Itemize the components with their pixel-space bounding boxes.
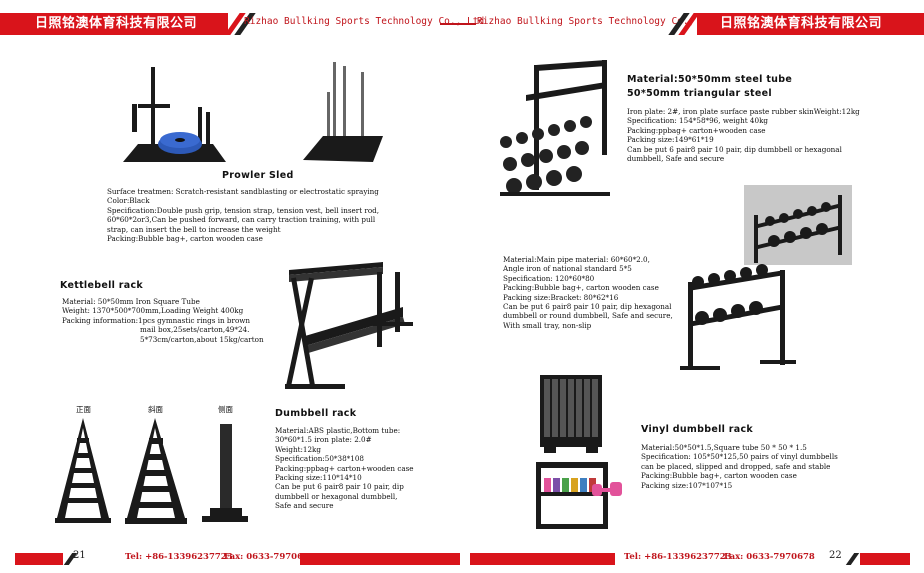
round-dumbbell-rack-image [680, 264, 796, 370]
spec-line: Material: 50*50mm Iron Square Tube [62, 297, 200, 306]
spec-line: Specification:50*38*108 [275, 454, 364, 464]
spec-line: Material:50*50*1.5,Square tube 50 * 50 *… [641, 443, 807, 452]
prowler-sled-image [123, 67, 226, 162]
dumbbell-rack-title: Dumbbell rack [275, 408, 357, 419]
spec-line: Safe and secure [275, 501, 334, 511]
spec-line: Color:Black [107, 196, 150, 206]
spec-line: Weight:12kg [275, 444, 321, 454]
spec-line: Specification: 105*50*125,50 pairs of vi… [641, 452, 838, 462]
footer-stripe [845, 553, 860, 565]
prowler-sled-title: Prowler Sled [222, 170, 294, 181]
spec-line: 5*73cm/carton,about 15kg/carton [140, 334, 264, 344]
fax-left: Fax: 0633-7970678 [224, 552, 315, 562]
spec-line: Packing:ppbag+ carton+wooden case [275, 463, 414, 473]
footer-band-mid-right [470, 553, 615, 565]
triangular-rack-title: Material:50*50mm steel tube 50*50mm tria… [627, 73, 792, 101]
spec-line: Surface treatmen: Scratch-resistant sand… [107, 187, 379, 196]
company-name-en-left: Rizhao Bullking Sports Technology Co., L… [244, 16, 485, 27]
page-number-right: 22 [829, 550, 842, 561]
spec-line: Can be put 6 pair8 pair 10 pair, dip [275, 482, 404, 492]
spec-line: Can be put 6 pair8 pair 10 pair, dip dum… [627, 144, 842, 154]
spec-line: Can be put 6 pair8 pair 10 pair, dip hex… [503, 302, 672, 312]
spec-line: 60*60*2or3,Can be pushed forward, can ca… [107, 215, 376, 225]
fax-right: Fax: 0633-7970678 [724, 552, 815, 562]
company-name-cn-right: 日照铭澳体育科技有限公司 [720, 16, 883, 31]
title-line: Material:50*50mm steel tube [627, 74, 793, 85]
prowler-sled-specs: Surface treatmen: Scratch-resistant sand… [107, 187, 379, 243]
spec-line: Specification: 154*58*96, weight 40kg [627, 116, 769, 126]
spec-line: Weight: 1370*500*700mm,Loading Weight 40… [62, 306, 244, 316]
spec-line: mail box,25sets/carton,49*24. [140, 325, 250, 335]
vinyl-rack-title: Vinyl dumbbell rack [641, 424, 754, 435]
main-pipe-rack-specs: Material:Main pipe material: 60*60*2.0, … [503, 255, 673, 330]
spec-line: 30*60*1.5 iron plate: 2.0# [275, 435, 372, 445]
triangular-dumbbell-rack-image [500, 60, 610, 196]
kettlebell-rack-image [285, 262, 413, 389]
footer-band-mid-left [300, 553, 460, 565]
title-line: 50*50mm triangular steel [627, 88, 772, 99]
header-band-right [697, 13, 924, 35]
spec-line: Packing size:107*107*15 [641, 480, 733, 490]
vinyl-rack-specs: Material:50*50*1.5,Square tube 50 * 50 *… [641, 443, 838, 490]
spec-line: Iron plate: 2#, iron plate surface paste… [627, 107, 860, 116]
company-name-cn-left: 日照铭澳体育科技有限公司 [35, 16, 198, 31]
spec-line: Packing information:1pcs gymnastic rings… [62, 315, 251, 325]
page-number-left: 21 [73, 550, 86, 561]
view-label-front: 正面 [76, 405, 91, 414]
spec-line: Material:ABS plastic,Bottom tube: [275, 426, 401, 435]
kettlebell-rack-specs: Material: 50*50mm Iron Square Tube Weigh… [62, 297, 264, 344]
header-band-left [0, 13, 228, 35]
spec-line: Packing:Bubble bag+, carton wooden case [503, 283, 659, 293]
spec-line: strap, can insert the bell to increase t… [107, 224, 281, 234]
kettlebell-rack-title: Kettlebell rack [60, 280, 144, 291]
spec-line: Specification: 120*60*80 [503, 273, 595, 283]
header-rule [440, 23, 476, 25]
spec-line: dumbbell or round dumbbell, Safe and sec… [503, 311, 673, 321]
prowler-sled-image-2 [303, 62, 383, 162]
spec-line: Packing:Bubble bag+, carton wooden case [107, 234, 263, 244]
dumbbell-rack-side-image [202, 424, 248, 522]
spec-line: Packing size:Bracket: 80*62*16 [503, 292, 619, 302]
vinyl-rack-loaded-image [536, 462, 608, 529]
footer-band-left [15, 553, 63, 565]
triangular-rack-specs: Iron plate: 2#, iron plate surface paste… [627, 107, 860, 163]
hex-dumbbell-rack-photo [744, 185, 852, 265]
view-label-oblique: 斜面 [148, 405, 163, 414]
vinyl-dumbbell-pink-image [592, 482, 622, 496]
spec-line: dumbbell, Safe and secure [627, 154, 725, 164]
tel-right: Tel: +86-13396237723 [624, 552, 732, 562]
spec-line: Material:Main pipe material: 60*60*2.0, [503, 255, 650, 264]
tel-left: Tel: +86-13396237723 [125, 552, 233, 562]
spec-line: With small tray, non-slip [503, 320, 592, 330]
dumbbell-rack-specs: Material:ABS plastic,Bottom tube: 30*60*… [275, 426, 414, 511]
spec-line: can be placed, slipped and dropped, safe… [641, 461, 831, 471]
spec-line: Packing:ppbag+ carton+wooden case [627, 125, 766, 135]
dumbbell-rack-oblique-image [125, 418, 187, 524]
dumbbell-rack-front-image [55, 418, 111, 523]
spec-line: dumbbell or hexagonal dumbbell, [275, 491, 398, 501]
company-name-en-right: Rizhao Bullking Sports Technology Co., L… [477, 16, 718, 27]
spec-line: Packing:Bubble bag+, carton wooden case [641, 471, 797, 481]
spec-line: Packing size:110*14*10 [275, 473, 362, 483]
footer-band-right [860, 553, 910, 565]
vinyl-rack-image [540, 375, 602, 453]
spec-line: Specification:Double push grip, tension … [107, 205, 380, 215]
view-label-side: 侧面 [218, 405, 233, 414]
spec-line: Angle iron of national standard 5*5 [503, 264, 632, 274]
spec-line: Packing size:149*61*19 [627, 135, 714, 145]
